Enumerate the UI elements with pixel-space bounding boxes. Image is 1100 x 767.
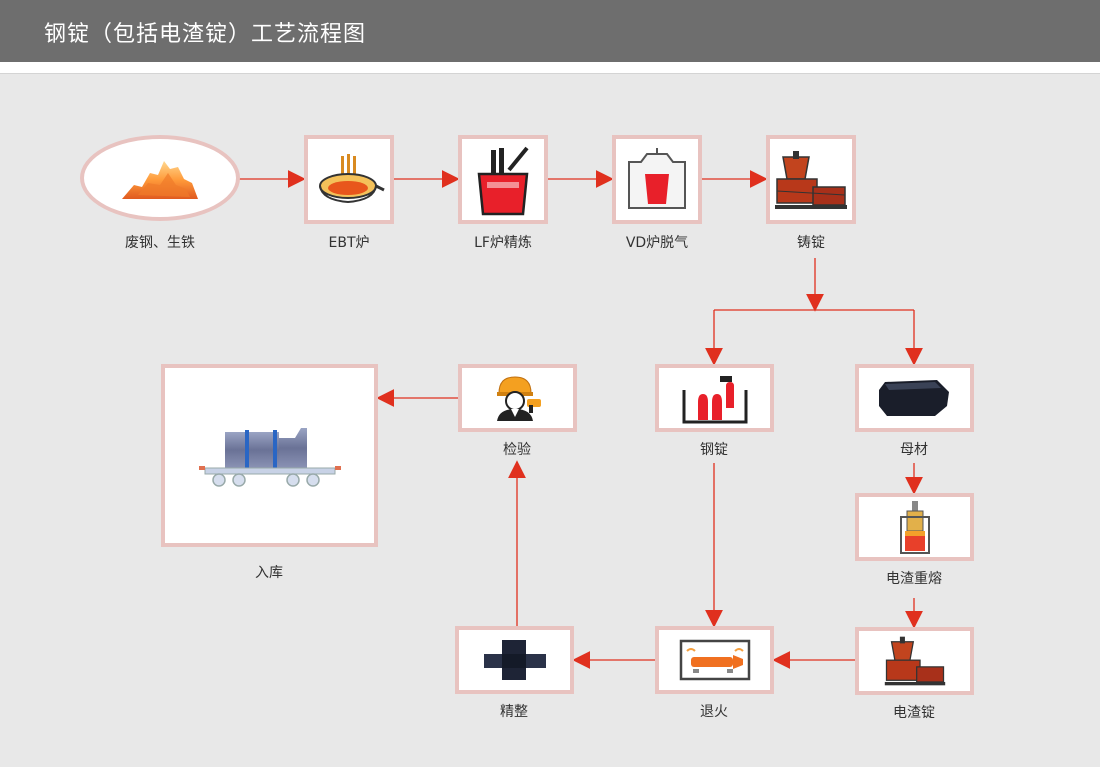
node-cast bbox=[766, 135, 856, 224]
node-label-anneal: 退火 bbox=[700, 704, 728, 720]
ingot-mold-icon bbox=[682, 376, 747, 424]
node-label-esr-ingot: 电渣锭 bbox=[893, 705, 935, 721]
node-label-ebt: EBT炉 bbox=[328, 235, 370, 251]
node-label-ingot: 钢锭 bbox=[700, 442, 728, 458]
node-inspect bbox=[458, 364, 577, 432]
node-parent bbox=[855, 364, 974, 432]
node-esr bbox=[855, 493, 974, 561]
inspector-icon bbox=[496, 376, 541, 421]
annealing-furnace-icon bbox=[679, 639, 750, 681]
node-finish bbox=[455, 626, 574, 694]
header-bar: 钢锭（包括电渣锭）工艺流程图 bbox=[0, 0, 1100, 62]
node-ingot bbox=[655, 364, 774, 432]
node-scrap bbox=[80, 135, 240, 221]
header-divider bbox=[0, 73, 1100, 74]
node-label-parent: 母材 bbox=[900, 442, 928, 458]
ebt-furnace-icon bbox=[319, 153, 385, 203]
node-label-finish: 精整 bbox=[500, 704, 528, 720]
node-lf bbox=[458, 135, 548, 224]
vd-vessel-icon bbox=[628, 147, 686, 209]
lf-ladle-icon bbox=[477, 146, 529, 215]
casting-icon bbox=[775, 150, 847, 209]
node-store bbox=[161, 364, 378, 547]
esr-casting-icon bbox=[884, 636, 945, 686]
node-label-inspect: 检验 bbox=[503, 442, 531, 458]
node-esr-ingot bbox=[855, 627, 974, 695]
node-anneal bbox=[655, 626, 774, 694]
node-label-vd: VD炉脱气 bbox=[625, 235, 689, 251]
page-title: 钢锭（包括电渣锭）工艺流程图 bbox=[44, 22, 367, 47]
node-label-scrap: 废钢、生铁 bbox=[125, 235, 195, 251]
node-label-cast: 铸锭 bbox=[797, 235, 825, 251]
header-gap bbox=[0, 62, 1100, 73]
octagonal-bar-icon bbox=[878, 380, 949, 416]
node-label-lf: LF炉精炼 bbox=[474, 235, 532, 251]
node-ebt bbox=[304, 135, 394, 224]
storage-cart-icon bbox=[198, 427, 341, 487]
finishing-icon bbox=[483, 640, 546, 680]
scrap-pile-icon bbox=[122, 161, 198, 199]
esr-furnace-icon bbox=[899, 501, 930, 554]
node-vd bbox=[612, 135, 702, 224]
node-label-esr: 电渣重熔 bbox=[886, 571, 942, 587]
node-label-store: 入库 bbox=[255, 565, 283, 581]
